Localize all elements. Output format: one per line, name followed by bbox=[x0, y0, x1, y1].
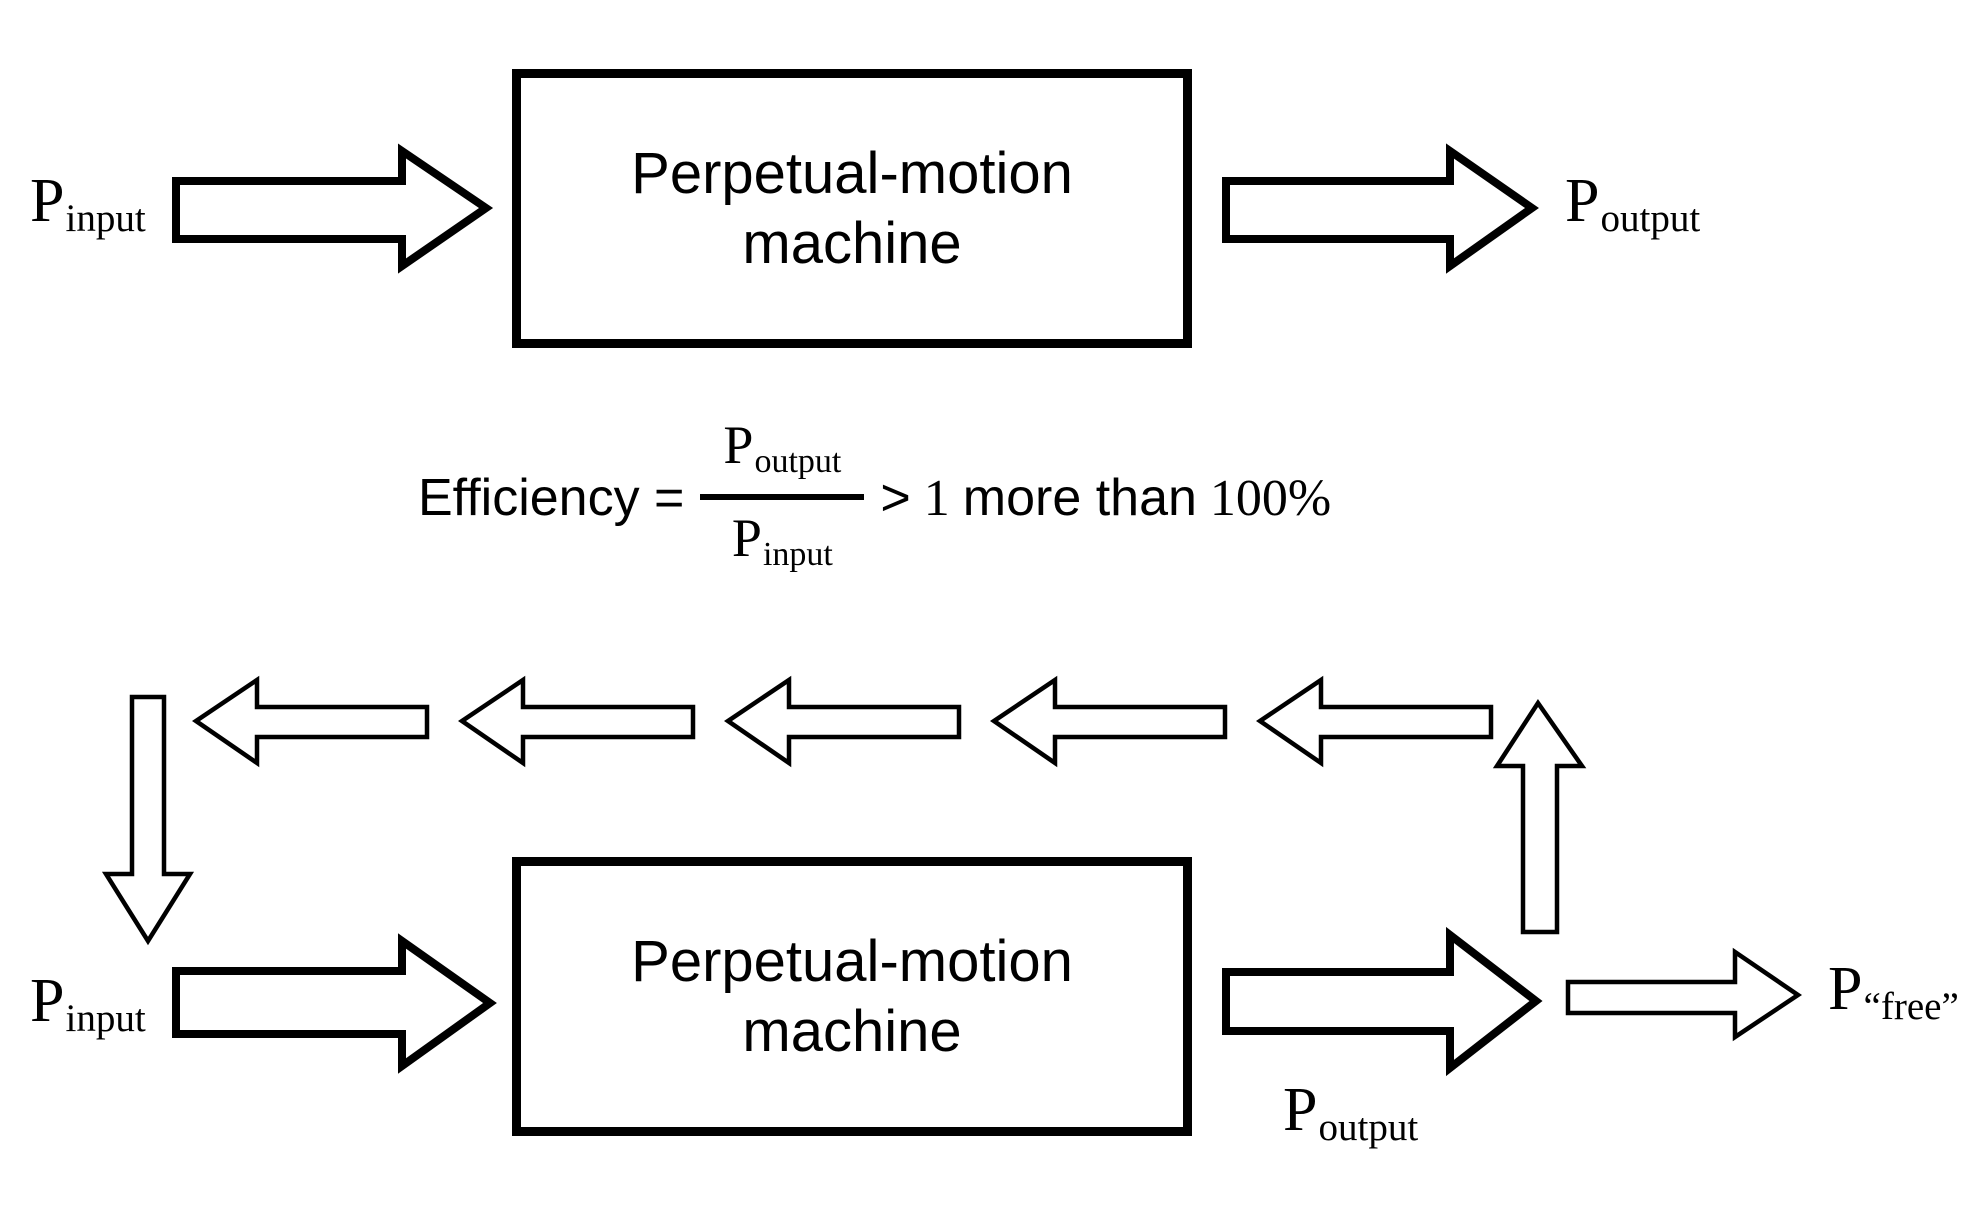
p-base: P bbox=[731, 508, 762, 568]
machine-box-bottom-label: Perpetual-motion machine bbox=[631, 927, 1073, 1067]
p-base: P bbox=[1283, 1076, 1318, 1144]
equation-fraction: Poutput Pinput bbox=[700, 418, 865, 578]
top-p-input-label: Pinput bbox=[30, 170, 146, 238]
p-base: P bbox=[1828, 955, 1863, 1023]
machine-label-line1: Perpetual-motion bbox=[631, 928, 1073, 994]
bottom-p-input-label: Pinput bbox=[30, 970, 146, 1038]
feedback-up-arrow bbox=[1492, 698, 1587, 935]
machine-box-bottom: Perpetual-motion machine bbox=[512, 857, 1192, 1136]
feedback-left-arrow-5 bbox=[1255, 675, 1494, 768]
bottom-output-arrow bbox=[1222, 926, 1543, 1077]
fraction-denominator: Pinput bbox=[732, 507, 833, 578]
top-p-output-label: Poutput bbox=[1565, 170, 1700, 238]
machine-label-line2: machine bbox=[742, 998, 962, 1064]
p-subscript: “free” bbox=[1863, 984, 1959, 1028]
p-subscript: input bbox=[65, 996, 146, 1040]
bottom-input-arrow bbox=[172, 933, 497, 1074]
p-free-label: P“free” bbox=[1828, 958, 1959, 1026]
p-subscript: input bbox=[762, 535, 833, 573]
feedback-left-arrow-2 bbox=[457, 675, 696, 768]
machine-label-line1: Perpetual-motion bbox=[631, 140, 1073, 206]
machine-box-top: Perpetual-motion machine bbox=[512, 69, 1192, 348]
feedback-left-arrow-1 bbox=[191, 675, 430, 768]
fraction-numerator: Poutput bbox=[723, 418, 841, 485]
p-subscript: input bbox=[65, 196, 146, 240]
p-base: P bbox=[30, 167, 65, 235]
p-subscript: output bbox=[754, 442, 842, 480]
efficiency-equation: Efficiency = Poutput Pinput > 1 more tha… bbox=[418, 412, 1331, 584]
p-subscript: output bbox=[1318, 1105, 1419, 1149]
equation-lhs: Efficiency = bbox=[418, 469, 685, 527]
p-base: P bbox=[723, 415, 754, 476]
equation-annotation: more than bbox=[962, 469, 1197, 527]
p-subscript: output bbox=[1600, 196, 1701, 240]
equation-rhs: > 1 more than 100% bbox=[880, 468, 1331, 528]
top-output-arrow bbox=[1222, 143, 1539, 274]
feedback-left-arrow-4 bbox=[989, 675, 1228, 768]
feedback-down-arrow bbox=[101, 694, 195, 946]
top-input-arrow bbox=[172, 143, 494, 274]
equation-value: 1 bbox=[923, 470, 950, 527]
machine-label-line2: machine bbox=[742, 210, 962, 276]
bottom-p-output-label: Poutput bbox=[1283, 1079, 1418, 1147]
p-base: P bbox=[1565, 167, 1600, 235]
free-output-arrow bbox=[1565, 947, 1803, 1042]
equation-percent: 100% bbox=[1209, 470, 1332, 527]
fraction-line bbox=[700, 494, 865, 500]
feedback-left-arrow-3 bbox=[723, 675, 962, 768]
p-base: P bbox=[30, 967, 65, 1035]
machine-box-top-label: Perpetual-motion machine bbox=[631, 139, 1073, 279]
greater-than-sign: > bbox=[880, 469, 911, 527]
